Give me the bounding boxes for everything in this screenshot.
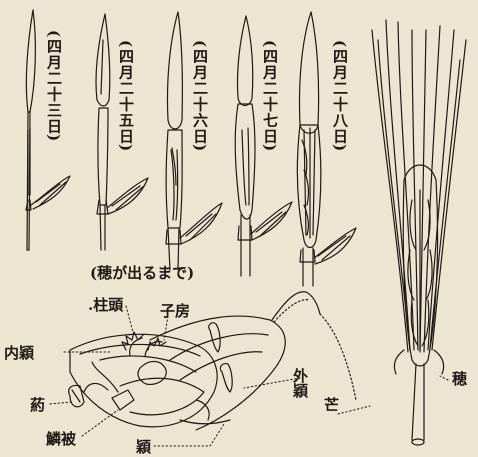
date-label-stage-1: (四月二十三日) (46, 30, 62, 142)
label-stigma: .柱頭 (88, 294, 123, 315)
caption-until-heading: (穂が出るまで) (90, 262, 194, 283)
label-lemma: 外穎 (290, 368, 311, 398)
label-glume: 穎 (136, 436, 151, 457)
date-label-stage-3: (四月二十六日) (192, 40, 208, 152)
leader-lines (50, 306, 448, 446)
date-label-stage-4: (四月二十七日) (262, 40, 278, 152)
label-palea: 内穎 (4, 342, 34, 363)
label-ear: 穂 (452, 368, 467, 389)
label-anther: 葯 (30, 394, 45, 415)
date-label-stage-5: (四月二十八日) (332, 40, 348, 152)
label-lodicule: 鱗被 (46, 428, 76, 449)
label-awn: 芒 (324, 394, 339, 415)
date-label-stage-2: (四月二十五日) (118, 40, 134, 152)
label-ovary: 子房 (160, 300, 190, 321)
